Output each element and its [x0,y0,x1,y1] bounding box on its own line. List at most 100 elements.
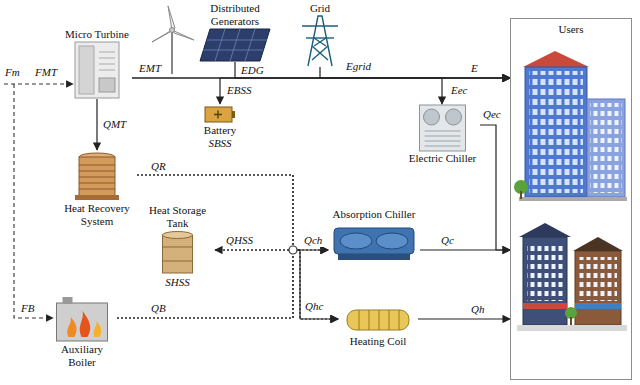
component-label: Grid [310,2,330,15]
boiler-icon-part [94,321,102,337]
icon-slot [343,306,413,334]
buildings-illustration-part [570,317,572,326]
wind-turbine-part [171,30,173,74]
variable-label: FMT [34,66,58,79]
battery-icon-part [205,107,232,122]
boiler-icon-part [63,297,73,304]
electric-chiller-icon [420,105,466,151]
buildings-illustration-part [575,303,621,309]
component-label: Heat Storage Tank [140,204,215,230]
heating-coil-icon-part [359,310,399,330]
heat-recovery-icon [75,153,119,200]
heat-recovery-icon-part-part [79,165,115,166]
heat-recovery-system: Heat Recovery System [57,150,137,228]
heat-recovery-icon-part-part [79,183,115,184]
state-variable: SBSS [208,137,231,150]
absorption-chiller: Absorption Chiller [328,208,420,263]
component-label: Distributed Generators [190,2,280,28]
buildings-illustration-part [579,257,617,301]
heating-coil-icon-part-part [359,310,360,330]
heat-recovery-icon-part [75,195,119,200]
heat-recovery-icon-part [79,165,115,189]
micro-turbine-icon-part [79,46,94,94]
transmission-tower-icon [302,16,338,66]
users-box: Users [510,18,632,380]
flow-connector [137,175,338,319]
flow-connector [215,250,338,319]
component-label: Battery [204,124,236,137]
storage-tank-icon [163,232,193,274]
component-label: Users [558,23,583,36]
flow-connector [96,99,97,150]
buildings-illustration-part [525,67,587,197]
battery: BatterySBSS [192,104,248,150]
component-label: Electric Chiller [409,152,477,165]
icon-slot [75,151,119,201]
electric-chiller-icon-part [424,109,440,125]
buildings-illustration-part [519,197,627,201]
distributed-generators: Distributed Generators [190,2,280,62]
electric-chiller: Electric Chiller [405,104,480,165]
transmission-tower-icon-part [312,46,328,60]
icon-slot [205,105,235,123]
flow-label: Qec [482,108,502,121]
flow-label: QMT [102,118,127,131]
heating-coil-icon-part-part [389,310,390,330]
heat-recovery-icon-part-part [79,171,115,172]
heating-coil-icon-part [347,310,409,330]
flow-label: QB [150,302,167,315]
heating-coil-icon-part-part [399,310,400,330]
solar-panel-icon-part-part [245,29,255,61]
variable-label: Qhc [304,300,324,313]
buildings-illustration-part [523,237,567,325]
storage-tank-icon-part [163,247,193,248]
buildings-illustration-part [590,103,622,193]
wind-turbine-part [168,6,175,30]
boiler-icon [57,297,108,341]
fuel-lines-part [14,84,53,318]
solar-panel-icon [200,29,270,61]
flow-connector [480,125,510,250]
flow-connector [137,175,328,250]
auxiliary-boiler: Auxiliary Boiler [47,296,117,369]
boiler-icon-part [57,303,108,341]
micro-turbine-icon-part-part [99,64,115,65]
buildings-illustration-part [520,191,522,199]
flow-label: QR [150,160,167,173]
transmission-tower-icon-part [308,16,332,66]
buildings-illustration-part [517,325,627,331]
wind-turbine-part [170,28,175,33]
transmission-tower-icon-part [312,46,328,60]
electric-chiller-icon-part-part [425,146,461,147]
micro-turbine-icon-part [99,52,115,70]
transmission-tower-icon-part [302,25,338,26]
component-label: Absorption Chiller [333,208,416,221]
component-label: Heat Recovery System [57,202,137,228]
solar-panel-icon-part-part [207,40,267,41]
absorption-chiller-icon [334,228,414,260]
micro-turbine: Micro Turbine [62,28,132,99]
micro-turbine-icon [75,42,119,98]
buildings-illustration-part [575,251,621,325]
flow-label: EMT [138,62,162,75]
electric-chiller-icon-part [425,131,461,146]
micro-turbine-icon-part-part [99,58,115,59]
flow-connector [418,318,510,319]
micro-turbine-icon-part-part [99,52,115,53]
boiler-icon-part [80,311,90,337]
electric-chiller-icon-part-part [425,131,461,132]
absorption-chiller-icon-part [338,254,410,260]
heat-recovery-icon-part-part [79,177,115,178]
buildings-illustration-part [573,237,623,251]
wind-turbine-part [172,30,194,40]
micro-turbine-icon-part [75,42,119,98]
solar-panel-icon-part-part [203,50,263,51]
micro-turbine-icon-part-part [99,70,115,71]
transmission-tower-icon-part [314,38,326,46]
transmission-tower-icon-part [306,37,334,38]
component-label: Micro Turbine [65,28,129,41]
flow-label: EBSS [226,84,252,97]
absorption-chiller-icon-part [340,233,372,249]
